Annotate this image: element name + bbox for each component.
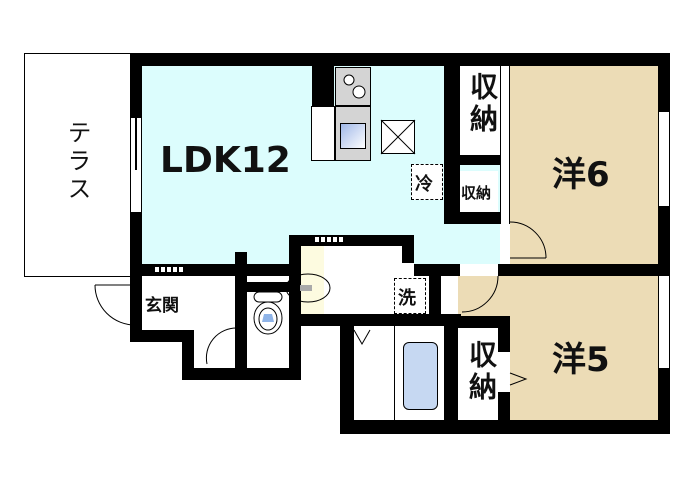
wall (130, 330, 182, 342)
storage-small (460, 171, 498, 212)
fridge-label: 冷 (415, 174, 433, 195)
window-east-6 (658, 112, 670, 206)
ldk-label: LDK12 (160, 140, 291, 181)
sink-basin (340, 123, 366, 149)
closet-door-arrow (509, 372, 528, 386)
wall (235, 252, 247, 380)
door-swing-western5 (461, 275, 499, 313)
stove-burners-icon (343, 74, 366, 99)
western-room-6 (510, 66, 658, 264)
terrace (24, 53, 132, 277)
range-hood-icon (380, 119, 416, 155)
wall (402, 235, 414, 263)
wall (289, 235, 301, 380)
closet-door-bottom (498, 352, 510, 392)
washbasin-area (300, 246, 324, 314)
washbasin-icon (285, 273, 331, 303)
storage-top-label: 収納 (466, 72, 499, 136)
bath-door-icon (353, 329, 371, 346)
western6-label: 洋6 (552, 155, 610, 195)
storage-bottom-label: 収納 (465, 340, 498, 404)
storage-small-label: 収納 (461, 184, 492, 202)
wall (340, 314, 354, 434)
wall (658, 53, 670, 433)
wall (130, 53, 670, 66)
closet-door (500, 66, 510, 224)
bath-partition (394, 326, 395, 420)
wall (498, 264, 670, 276)
wall (247, 282, 289, 292)
wall (444, 66, 460, 224)
wall (460, 155, 500, 165)
wall (312, 66, 334, 108)
wall (458, 316, 510, 328)
storage-bottom (458, 328, 498, 420)
entrance-floor (142, 276, 192, 334)
fridge-space (411, 164, 443, 200)
wall (429, 264, 441, 324)
window-sash (135, 118, 137, 170)
kitchen-counter (311, 106, 335, 161)
wall (340, 420, 670, 434)
wall (460, 212, 510, 224)
terrace-label: テラス (63, 120, 91, 204)
vent (155, 267, 185, 272)
washer-space (394, 278, 426, 314)
washer-label: 洗 (398, 288, 416, 309)
entrance-label: 玄関 (145, 296, 179, 316)
hall-floor (195, 270, 240, 376)
stove (335, 67, 371, 106)
bathtub (403, 342, 438, 410)
western5-label: 洋5 (552, 340, 610, 380)
door-swing-entrance (94, 284, 136, 326)
wall (130, 264, 290, 276)
vent (315, 237, 345, 242)
storage-top (460, 66, 498, 155)
wall (182, 330, 194, 380)
wall (289, 235, 405, 246)
window-east-5 (658, 276, 670, 368)
door-swing-toilet (205, 327, 238, 365)
door-swing-western6 (509, 221, 547, 259)
toilet-icon (253, 291, 283, 335)
wall (130, 53, 142, 121)
wall (444, 314, 458, 424)
